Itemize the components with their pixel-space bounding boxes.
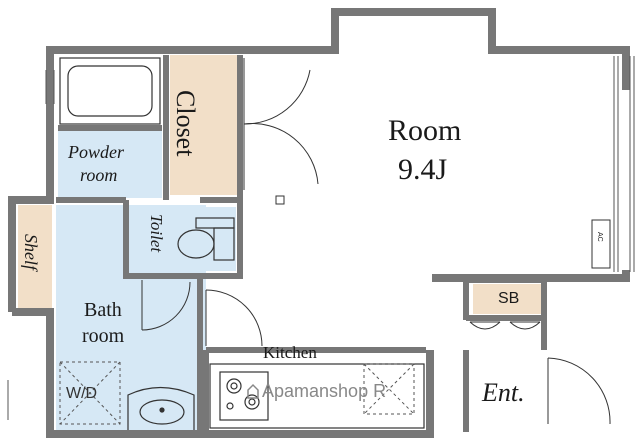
right-window: [613, 56, 635, 272]
air-conditioner-box: [591, 219, 611, 269]
bathtub: [59, 57, 161, 125]
kitchen-counter: [209, 363, 425, 429]
interior-walls: [56, 55, 547, 434]
kitchen-label: Kitchen: [263, 343, 317, 362]
toilet-label: Toilet: [147, 214, 166, 253]
closet-label: Closet: [171, 90, 200, 157]
washbasin: [127, 386, 195, 430]
entrance-label: Ent.: [482, 378, 525, 407]
storage-box-label: SB: [498, 290, 520, 307]
powder-room-fill: [58, 128, 162, 198]
dashed-boxes: [59, 361, 415, 425]
bathroom-label-line1: Bath: [84, 299, 122, 321]
left-window: [7, 70, 55, 420]
closet-fill: [170, 55, 238, 195]
powder-room-label-line2: room: [80, 165, 118, 185]
main-room-label: Room: [388, 114, 462, 147]
storage-box-fill: [473, 284, 541, 314]
shelf-fill: [18, 205, 52, 315]
washer-label: W/D: [66, 385, 98, 402]
toilet-fixture: [177, 217, 235, 261]
main-room-size: 9.4J: [398, 153, 448, 186]
door-swings: [141, 58, 611, 425]
bathroom-label-line2: room: [82, 325, 125, 347]
house-icon: [247, 383, 259, 399]
powder-room-label-line1: Powder: [68, 142, 124, 162]
column-marker: [275, 195, 285, 205]
shelf-label: Shelf: [21, 234, 41, 270]
watermark-text: Apamanshop R: [262, 381, 387, 401]
air-conditioner-label: AC: [596, 232, 603, 242]
